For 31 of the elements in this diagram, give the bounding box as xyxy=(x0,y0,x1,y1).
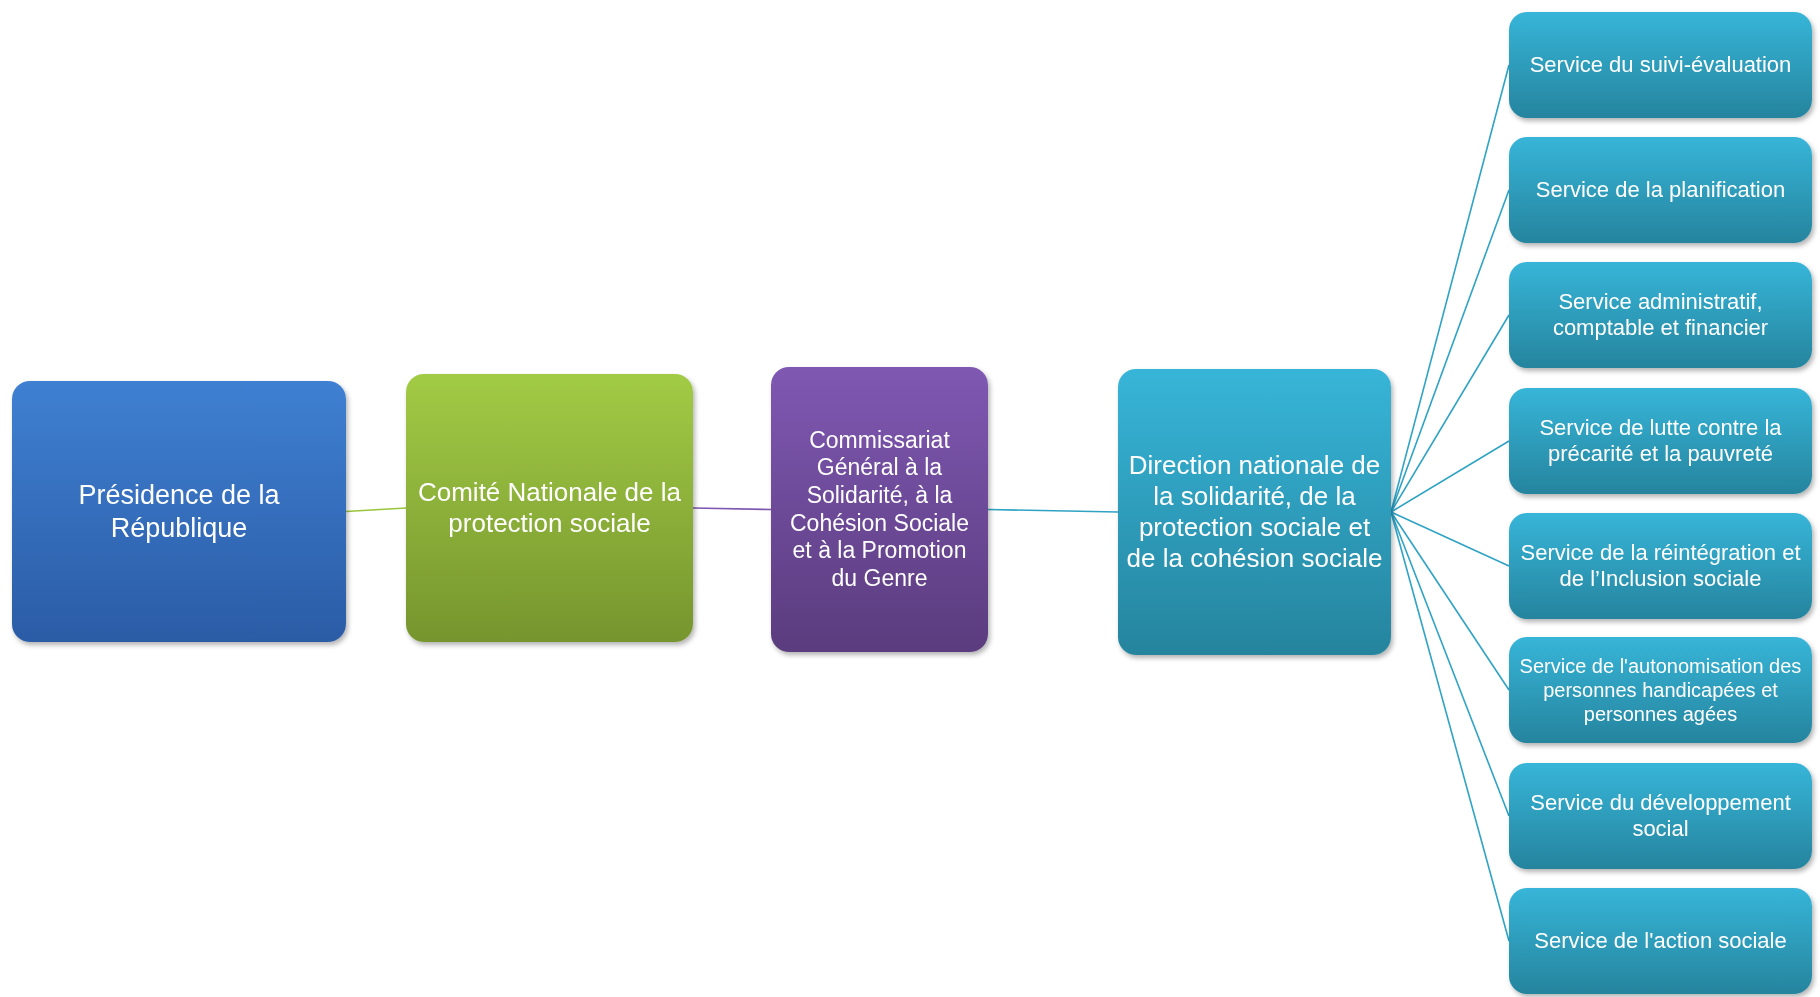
org-box xyxy=(1509,637,1812,743)
org-box xyxy=(1509,763,1812,869)
box-label: Service du développement social xyxy=(1529,789,1792,843)
org-box xyxy=(1509,513,1812,619)
box-label: Service de l'autonomisation des personnes handicapées et personnes agées xyxy=(1518,654,1803,726)
connector-line xyxy=(1390,511,1510,691)
box-label: Service de lutte contre la précarité et la pauvreté xyxy=(1538,414,1783,468)
box-label: Service de l'action sociale xyxy=(1534,927,1787,955)
org-box xyxy=(1509,262,1812,368)
org-box xyxy=(771,367,988,652)
box-label: Direction nationale de la solidarité, de la protection sociale et de la cohésion sociale xyxy=(1126,449,1383,575)
connector-line xyxy=(692,507,772,511)
connector-line xyxy=(345,507,407,513)
box-label: Comité Nationale de la protection sociale xyxy=(416,476,682,540)
box-label: Service administratif, comptable et financier xyxy=(1551,288,1770,342)
org-box xyxy=(1118,369,1391,655)
connector-line xyxy=(1390,440,1510,513)
connector-line xyxy=(987,508,1119,513)
box-label: Service du suivi-évaluation xyxy=(1529,51,1792,79)
org-box xyxy=(406,374,693,642)
org-box xyxy=(1509,388,1812,494)
org-box xyxy=(1509,137,1812,243)
connector-line xyxy=(1390,314,1510,513)
connector-line xyxy=(1390,511,1510,567)
box-label: Service de la planification xyxy=(1535,176,1786,204)
box-label: Présidence de la République xyxy=(77,479,281,544)
box-label: Commissariat Général à la Solidarité, à la Cohésion Sociale et à la Promotion du Genre xyxy=(789,426,970,593)
org-box xyxy=(1509,12,1812,118)
org-box xyxy=(12,381,346,642)
org-box xyxy=(1509,888,1812,994)
box-label: Service de la réintégration et de l’Inclusion sociale xyxy=(1519,539,1802,593)
